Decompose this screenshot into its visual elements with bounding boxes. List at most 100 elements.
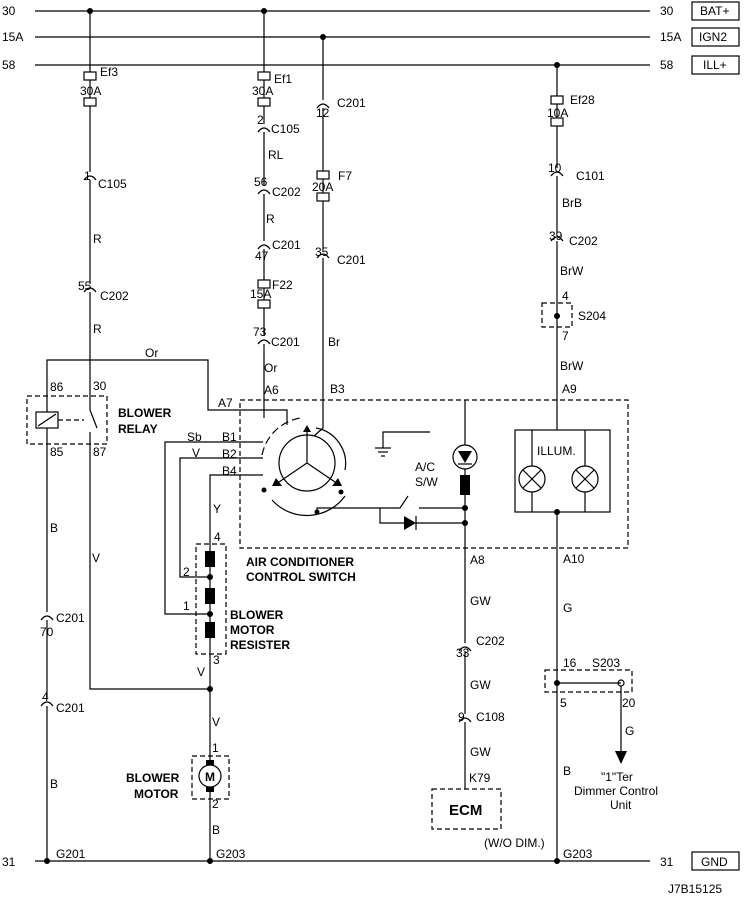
blower-motor [191,741,230,861]
ill-bus-right-label: 58 [660,58,674,72]
ill-tag: ILL+ [703,58,727,72]
ign-bus-right-label: 15A [660,30,681,44]
blower-motor-resister [195,543,227,741]
ecm-note: (W/O DIM.) [484,836,545,850]
bat-tag: BAT+ [700,4,729,18]
resister-title-1: BLOWER [230,608,284,622]
resister-title-2: MOTOR [230,623,275,637]
ac-sw-label-1: A/C [415,460,435,474]
c201b-pin-relay: 4 [42,690,49,704]
c101-pin: 10 [548,161,562,175]
ef3-rating: 30A [80,84,101,98]
c202-right: C202 [569,234,598,248]
relay-wire-or: Or [145,346,158,360]
resister-pin-3: 3 [213,653,220,667]
pin-a9: A9 [562,382,577,396]
ign-branch-wires [316,37,330,428]
ac-switch-title-2: CONTROL SWITCH [246,570,356,584]
f7-name: F7 [338,169,352,183]
ign-bus-left-label: 15A [2,30,23,44]
gnd-tag-box [691,851,740,871]
dimmer-wire-g2: G [625,724,634,738]
switch-wires [46,359,478,615]
dimmer-label-2: Dimmer Control [574,784,658,798]
ecm-branch-wires [431,548,502,830]
f7-rating: 20A [312,180,333,194]
left-branch-wires [83,11,97,385]
c202-pin-ecm: 33 [456,646,470,660]
relay-title-2: RELAY [118,422,158,436]
relay-wire-b1: B [50,521,58,535]
ign-tag-box [691,27,740,47]
motor-title-1: BLOWER [126,771,180,785]
relay-pin-30: 30 [93,379,107,393]
pin-a6: A6 [264,383,279,397]
bat-bus-left-label: 30 [2,4,16,18]
ecm-wire-gw3: GW [470,745,491,759]
ef1-name: Ef1 [274,72,292,86]
pin-b3: B3 [330,382,345,396]
wire-sb: Sb [187,430,202,444]
f22-rating: 15A [250,287,271,301]
ac-switch-title-1: AIR CONDITIONER [246,555,354,569]
c201-relay: C201 [56,611,85,625]
bat-tag-box [691,1,740,21]
c108-pin: 9 [458,710,465,724]
ecm-label: ECM [449,802,482,819]
ac-control-switch-box [239,399,629,549]
motor-pin-2: 2 [212,797,219,811]
s203-pin-16: 16 [563,656,577,670]
c201b-relay: C201 [56,701,85,715]
ecm-wire-gw2: GW [470,678,491,692]
s203-pin-20: 20 [622,696,636,710]
c202-pin-right: 39 [549,229,563,243]
s204-pin-top: 4 [562,289,569,303]
bat-bus-right-label: 30 [660,4,674,18]
pin-a10: A10 [563,552,585,566]
c201-pin-ign: 12 [316,106,330,120]
illum-label: ILLUM. [537,444,576,458]
dimmer-label-1: "1"Ter [601,770,633,784]
right-branch-wires [541,65,573,400]
pin-b4: B4 [222,464,237,478]
motor-wire-v2: V [212,715,220,729]
ecm-wire-gw1: GW [470,594,491,608]
relay-pin-85: 85 [50,445,64,459]
pin-a7: A7 [218,396,233,410]
resister-pin-2: 2 [183,565,190,579]
c202-ecm: C202 [476,634,505,648]
c202-left: C202 [100,289,129,303]
s204: S204 [578,309,606,323]
c202-pin-center: 56 [254,175,268,189]
right-wire-brw2: BrW [560,359,584,373]
s203: S203 [592,656,620,670]
ef3-name: Ef3 [100,65,118,79]
ef28-name: Ef28 [570,93,595,107]
resister-wire-y: Y [213,502,221,516]
c202-pin-left: 55 [78,279,92,293]
gnd-bus-left-label: 31 [2,855,16,869]
motor-symbol: M [205,770,215,784]
blower-relay [26,385,108,455]
dimmer-branch-wires [544,548,633,861]
ign-tag: IGN2 [699,30,727,44]
relay-pin-87: 87 [93,445,107,459]
bus-lines [35,10,650,862]
center-wire-or: Or [264,361,277,375]
resister-pin-4: 4 [214,530,221,544]
motor-wire-v1: V [197,665,205,679]
ef1-rating: 30A [252,84,273,98]
illumination-lamps [514,400,611,548]
illum-label-bg [535,443,583,457]
relay-title-1: BLOWER [118,406,172,420]
c201b-pin-center: 73 [253,325,267,339]
c108: C108 [476,710,505,724]
c201b-ign: C201 [337,253,366,267]
c105-left: C105 [98,177,127,191]
motor-title-2: MOTOR [134,787,179,801]
relay-pin-86: 86 [50,380,64,394]
c105-pin-left: 1 [84,169,91,183]
ef28-rating: 10A [547,106,568,120]
pin-b2: B2 [222,447,237,461]
